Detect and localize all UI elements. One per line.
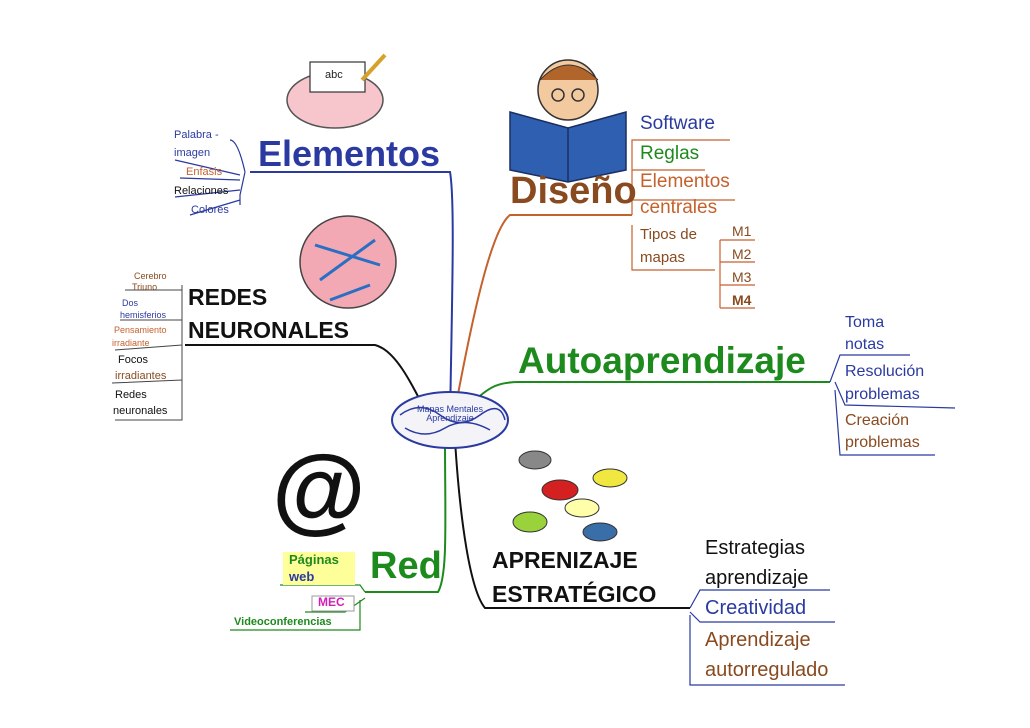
diseno-sub-m2: M2	[732, 246, 752, 262]
branch-diseno-line	[454, 214, 632, 411]
brain-paper-icon	[286, 53, 387, 129]
redes-item-cerebro: Cerebro	[134, 271, 167, 281]
diseno-sub-m4: M4	[732, 292, 752, 308]
elementos-abc-text: abc	[325, 69, 343, 81]
elementos-title: Elementos	[258, 133, 441, 174]
center-brain-icon	[391, 391, 509, 449]
auto-item-problemas2: problemas	[845, 434, 920, 451]
auto-item-resolucion: Resolución	[845, 363, 925, 380]
redes-item-triuno: Triuno	[132, 282, 158, 292]
red-title: Red	[370, 545, 442, 587]
red-at-symbol: @	[272, 436, 366, 543]
red-item-videoconferencias: Videoconferencias	[234, 616, 332, 628]
estrategico-sub-lines	[689, 589, 845, 686]
redes-item-pensamiento: Pensamiento	[114, 325, 167, 335]
redes-item-focos: Focos	[118, 354, 148, 366]
elementos-item-colores: Colores	[191, 204, 229, 216]
elementos-item-relaciones: Relaciones	[174, 185, 229, 197]
diseno-item-tipos: Tipos de	[640, 226, 697, 243]
diseno-item-elementos: Elementos	[640, 171, 730, 192]
mec-box	[311, 595, 355, 612]
redes-item-irradiante: irradiante	[112, 338, 150, 348]
diseno-title: Diseño	[510, 170, 637, 212]
red-item-web: web	[289, 569, 315, 584]
paginas-box	[283, 552, 355, 585]
auto-title: Autoaprendizaje	[518, 340, 806, 381]
auto-sub-lines	[829, 354, 956, 456]
elementos-item-imagen: imagen	[174, 147, 211, 159]
diseno-item-centrales: centrales	[640, 197, 718, 218]
estrategico-item-aprendizaje2: Aprendizaje	[705, 629, 811, 651]
auto-item-problemas1: problemas	[845, 386, 920, 403]
elementos-sub-lines	[174, 139, 246, 216]
estrategico-item-autorregulado: autorregulado	[705, 659, 829, 681]
redes-item-hemisferios: hemisferios	[120, 310, 167, 320]
auto-item-notas: notas	[845, 336, 885, 353]
auto-item-creacion: Creación	[845, 412, 910, 429]
redes-sub-lines	[111, 285, 183, 421]
brain-network-icon	[299, 215, 397, 309]
diseno-item-mapas: mapas	[640, 249, 686, 266]
redes-title-line2: NEURONALES	[188, 317, 350, 343]
branch-red-line	[365, 439, 447, 593]
redes-item-neuronales: neuronales	[113, 405, 168, 417]
person-reading-icon	[509, 59, 627, 183]
branch-auto-line	[469, 381, 830, 406]
diseno-sub-lines	[631, 139, 755, 309]
elementos-item-palabra: Palabra -	[174, 129, 219, 141]
red-item-mec: MEC	[318, 595, 345, 609]
branch-estrategico-line	[454, 439, 690, 609]
diseno-item-software: Software	[640, 113, 715, 134]
branch-elementos-line	[250, 171, 454, 421]
diseno-sub-m3: M3	[732, 269, 752, 285]
diseno-item-reglas: Reglas	[640, 143, 700, 164]
estrategico-item-creatividad: Creatividad	[705, 597, 807, 619]
elementos-item-enfasis: Enfasis	[186, 166, 223, 178]
redes-item-dos: Dos	[122, 298, 139, 308]
estrategico-item-estrategias: Estrategias	[705, 537, 806, 559]
redes-item-redes: Redes	[115, 389, 147, 401]
estrategico-item-aprendizaje: aprendizaje	[705, 567, 809, 589]
estrategico-title-line2: ESTRATÉGICO	[492, 581, 657, 607]
auto-item-toma: Toma	[845, 314, 885, 331]
colored-hats-icon	[512, 450, 628, 542]
redes-title-line1: REDES	[188, 284, 268, 310]
diseno-sub-m1: M1	[732, 223, 752, 239]
redes-item-irradiantes: irradiantes	[115, 370, 167, 382]
estrategico-title-line1: APRENIZAJE	[492, 547, 638, 573]
red-item-paginas: Páginas	[289, 552, 339, 567]
